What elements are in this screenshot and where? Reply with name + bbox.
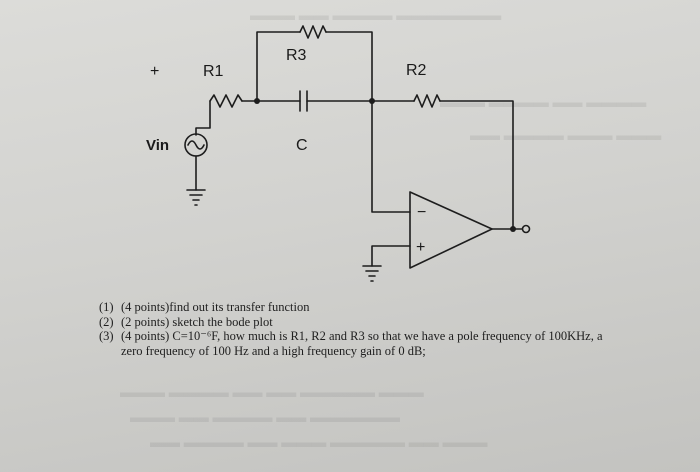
bleed-through-texture: ▬▬▬ ▬▬▬▬ ▬▬ ▬▬ ▬▬▬▬▬ ▬▬▬: [120, 385, 424, 401]
bleed-through-texture: ▬▬ ▬▬▬▬ ▬▬▬ ▬▬▬: [470, 128, 662, 144]
question-text: (4 points) C=10⁻⁶F, how much is R1, R2 a…: [121, 329, 603, 343]
question-text: (4 points)find out its transfer function: [121, 300, 310, 314]
node-dot: [369, 98, 375, 104]
output-terminal: [521, 224, 531, 234]
bleed-through-texture: ▬▬▬ ▬▬▬▬ ▬▬ ▬▬▬▬: [440, 95, 647, 111]
ground-icon: [362, 265, 382, 282]
noninverting-input-wire: [371, 245, 411, 267]
c-label: C: [296, 137, 308, 154]
plus-sign-label: +: [150, 63, 159, 80]
circuit-schematic: + R1 R3 R2 C Vin − +: [146, 25, 531, 282]
node-dot: [254, 98, 260, 104]
opamp-plus-label: +: [416, 239, 425, 256]
question-item: (2) (2 points) sketch the bode plot: [99, 315, 669, 330]
question-number: (2): [99, 314, 114, 329]
input-wire: [195, 100, 211, 136]
bleed-through-texture: ▬▬▬ ▬▬ ▬▬▬▬ ▬▬▬▬▬▬▬: [250, 8, 502, 24]
question-item: (1) (4 points)find out its transfer func…: [99, 300, 669, 315]
output-feedback-wire: [439, 100, 514, 229]
r3-wire: [256, 31, 301, 102]
r2-label: R2: [406, 62, 427, 79]
r3-resistor: [299, 25, 327, 39]
r1-label: R1: [203, 63, 224, 80]
bleed-through-texture: ▬▬▬ ▬▬ ▬▬▬▬ ▬▬ ▬▬▬▬▬▬: [130, 410, 400, 426]
r3-wire: [325, 31, 373, 102]
vin-source-wave: [187, 140, 205, 150]
opamp-minus-label: −: [417, 204, 426, 221]
question-continuation: zero frequency of 100 Hz and a high freq…: [121, 343, 426, 358]
question-number: (3): [99, 329, 114, 343]
node-dot: [510, 226, 516, 232]
question-text: (2 points) sketch the bode plot: [121, 314, 273, 329]
vin-label: Vin: [146, 137, 169, 154]
r1-resistor: [209, 94, 243, 108]
question-list: (1) (4 points)find out its transfer func…: [99, 300, 669, 358]
question-item: (3) (4 points) C=10⁻⁶F, how much is R1, …: [99, 329, 669, 344]
bleed-through-texture: ▬▬ ▬▬▬▬ ▬▬ ▬▬▬ ▬▬▬▬▬ ▬▬ ▬▬▬: [150, 435, 488, 451]
opamp-triangle: [409, 191, 493, 269]
ground-icon: [186, 189, 206, 206]
inverting-input-wire: [371, 100, 411, 213]
question-number: (1): [99, 300, 114, 314]
r2-resistor: [413, 94, 441, 108]
r3-label: R3: [286, 47, 307, 64]
